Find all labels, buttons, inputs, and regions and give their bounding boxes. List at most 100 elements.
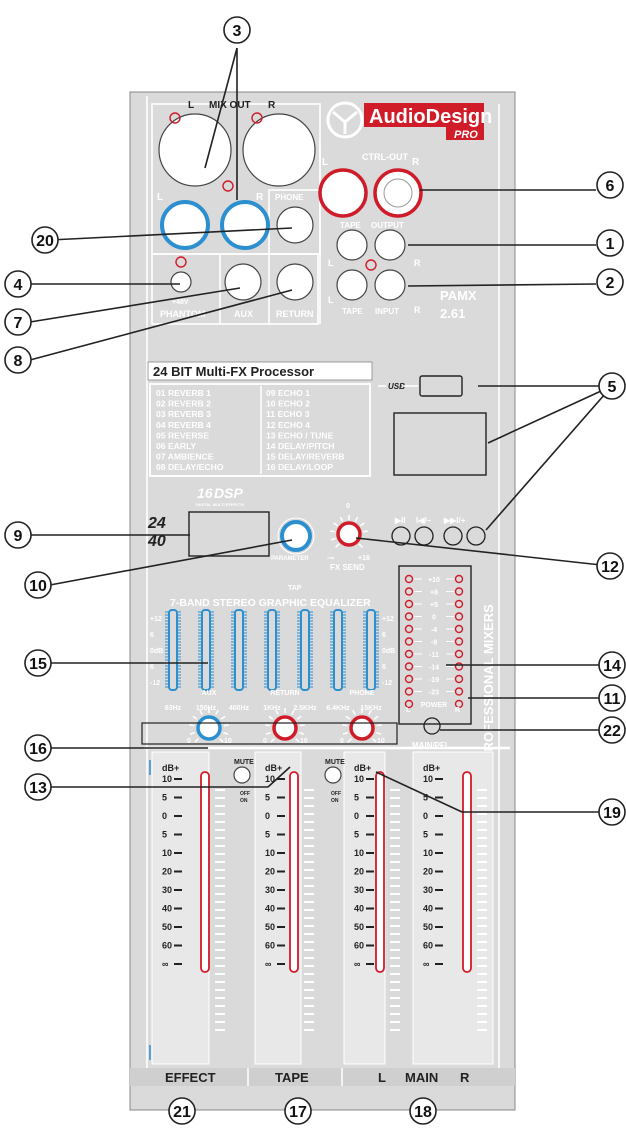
mix-out-right-xlr[interactable] xyxy=(242,113,316,187)
knob-tick xyxy=(296,715,302,720)
knob-tick xyxy=(354,516,359,522)
xlr-latch-left xyxy=(169,112,181,124)
mix-out-left-jack[interactable] xyxy=(160,200,210,250)
input-label: INPUT xyxy=(375,307,399,316)
dsp-logo-text: DSP xyxy=(214,485,243,501)
meter-led-right xyxy=(454,599,464,609)
fx-program-item: 14 DELAY/PITCH xyxy=(266,441,334,451)
eq-band-label: 6.4KHz xyxy=(326,705,350,712)
meter-scale-label: -4 xyxy=(431,627,437,634)
mute-button[interactable] xyxy=(233,766,251,784)
callout-number: 1 xyxy=(606,236,615,253)
mute-off-label: OFF xyxy=(331,791,341,797)
knob-max-label: 10 xyxy=(377,738,385,745)
fader-scale-label: 10 xyxy=(423,848,433,858)
tape-out-label: TAPE xyxy=(340,221,361,230)
knob-tick xyxy=(189,731,195,735)
callout-circle xyxy=(24,571,52,599)
parameter-knob[interactable] xyxy=(280,520,312,552)
phone-knob[interactable] xyxy=(349,715,375,741)
eq-slider-400Hz[interactable] xyxy=(234,609,244,691)
eq-title: 7-BAND STEREO GRAPHIC EQUALIZER xyxy=(170,597,371,609)
knob-tick xyxy=(339,516,344,522)
usb-label: USB xyxy=(388,382,405,391)
tape-input-right-jack[interactable] xyxy=(374,269,406,301)
logo-banner xyxy=(364,103,484,127)
main-pfl-label: MAIN/PFL xyxy=(412,741,450,750)
aux-jack[interactable] xyxy=(224,263,262,301)
model-version: 2.61 xyxy=(440,306,465,321)
meter-led-right xyxy=(454,574,464,584)
meter-led-left xyxy=(404,637,414,646)
knob-tick xyxy=(268,715,274,720)
mix-out-right-jack[interactable] xyxy=(220,200,270,250)
eq-slider-2.5KHz[interactable] xyxy=(300,609,310,691)
return-jack[interactable] xyxy=(276,263,314,301)
eq-scale-right: 0dB xyxy=(382,648,395,655)
fx-title: 24 BIT Multi-FX Processor xyxy=(153,364,314,379)
meter-scale-label: 0 xyxy=(432,615,436,622)
callout-circle xyxy=(4,521,32,549)
fader-scale-label: 40 xyxy=(162,904,172,914)
usb-next-button[interactable] xyxy=(443,526,463,546)
mix-out-left-xlr[interactable] xyxy=(158,113,232,187)
eq-slider-6.4KHz[interactable] xyxy=(333,609,343,691)
callout-number: 20 xyxy=(36,233,54,250)
usb-next-label: ▶▶I/+ xyxy=(443,516,466,525)
ctrl-out-left-jack[interactable] xyxy=(318,168,368,218)
tape-output-right-jack[interactable] xyxy=(374,229,406,261)
meter-scale-label: -9 xyxy=(431,640,437,647)
fader-scale-label: 40 xyxy=(265,904,275,914)
tape-input-left-jack[interactable] xyxy=(336,269,368,301)
fader-scale-label: 30 xyxy=(265,885,275,895)
eq-slider-15KHz[interactable] xyxy=(366,609,376,691)
mute-on-label: ON xyxy=(240,798,248,804)
eq-slider-1KHz[interactable] xyxy=(267,609,277,691)
main-right-fader[interactable] xyxy=(462,771,472,973)
tape-output-left-jack[interactable] xyxy=(336,229,368,261)
meter-led-right xyxy=(454,649,464,659)
fader-scale-label: 5 xyxy=(354,793,359,803)
knob-min-label: 0 xyxy=(340,738,344,745)
return-knob[interactable] xyxy=(272,715,298,741)
callout-circle xyxy=(223,16,251,44)
meter-led-left xyxy=(404,587,414,596)
ctrl-out-right-jack[interactable] xyxy=(373,168,423,218)
usb-port[interactable] xyxy=(419,375,463,397)
tape-fader[interactable] xyxy=(289,771,299,973)
phone-jack[interactable] xyxy=(276,206,314,244)
meter-led-left xyxy=(404,649,414,659)
fader-scale-label: dB+ xyxy=(265,763,282,773)
callout-number: 4 xyxy=(14,277,23,294)
usb-fourth-button[interactable] xyxy=(466,526,486,546)
fader-scale-label: 30 xyxy=(423,885,433,895)
knob-tick xyxy=(219,738,224,743)
meter-frame xyxy=(398,565,472,725)
phantom-switch[interactable] xyxy=(170,271,192,293)
main-left-fader[interactable] xyxy=(375,771,385,973)
aux-knob[interactable] xyxy=(196,715,222,741)
knob-tick xyxy=(335,543,340,548)
logo-mark-icon xyxy=(326,101,364,139)
main-pfl-button[interactable] xyxy=(423,717,441,735)
usb-play-button[interactable] xyxy=(391,526,411,546)
fx-list-frame xyxy=(149,383,371,477)
ctrl-out-label: CTRL-OUT xyxy=(362,152,408,162)
callout-circle xyxy=(24,734,52,762)
xlr-latch-center xyxy=(222,180,234,192)
eq-slider-63Hz[interactable] xyxy=(168,609,178,691)
fader-scale-label: 20 xyxy=(162,867,172,877)
ctrl-out-right-ring xyxy=(383,178,413,208)
knob-tick xyxy=(194,738,199,743)
knob-min-label: 0 xyxy=(187,738,191,745)
mix-out-label: MIX OUT xyxy=(209,100,251,111)
eq-slider-150Hz[interactable] xyxy=(201,609,211,691)
mute-button[interactable] xyxy=(324,766,342,784)
effect-fader[interactable] xyxy=(200,771,210,973)
fx-program-item: 04 REVERB 4 xyxy=(156,420,211,430)
eq-scale-right: 6 xyxy=(382,664,386,671)
fx-send-zero: 0 xyxy=(346,503,350,510)
fader-scale-label: 5 xyxy=(265,793,270,803)
ctrl-left-label: L xyxy=(322,157,328,168)
fx-send-knob[interactable] xyxy=(336,521,362,547)
